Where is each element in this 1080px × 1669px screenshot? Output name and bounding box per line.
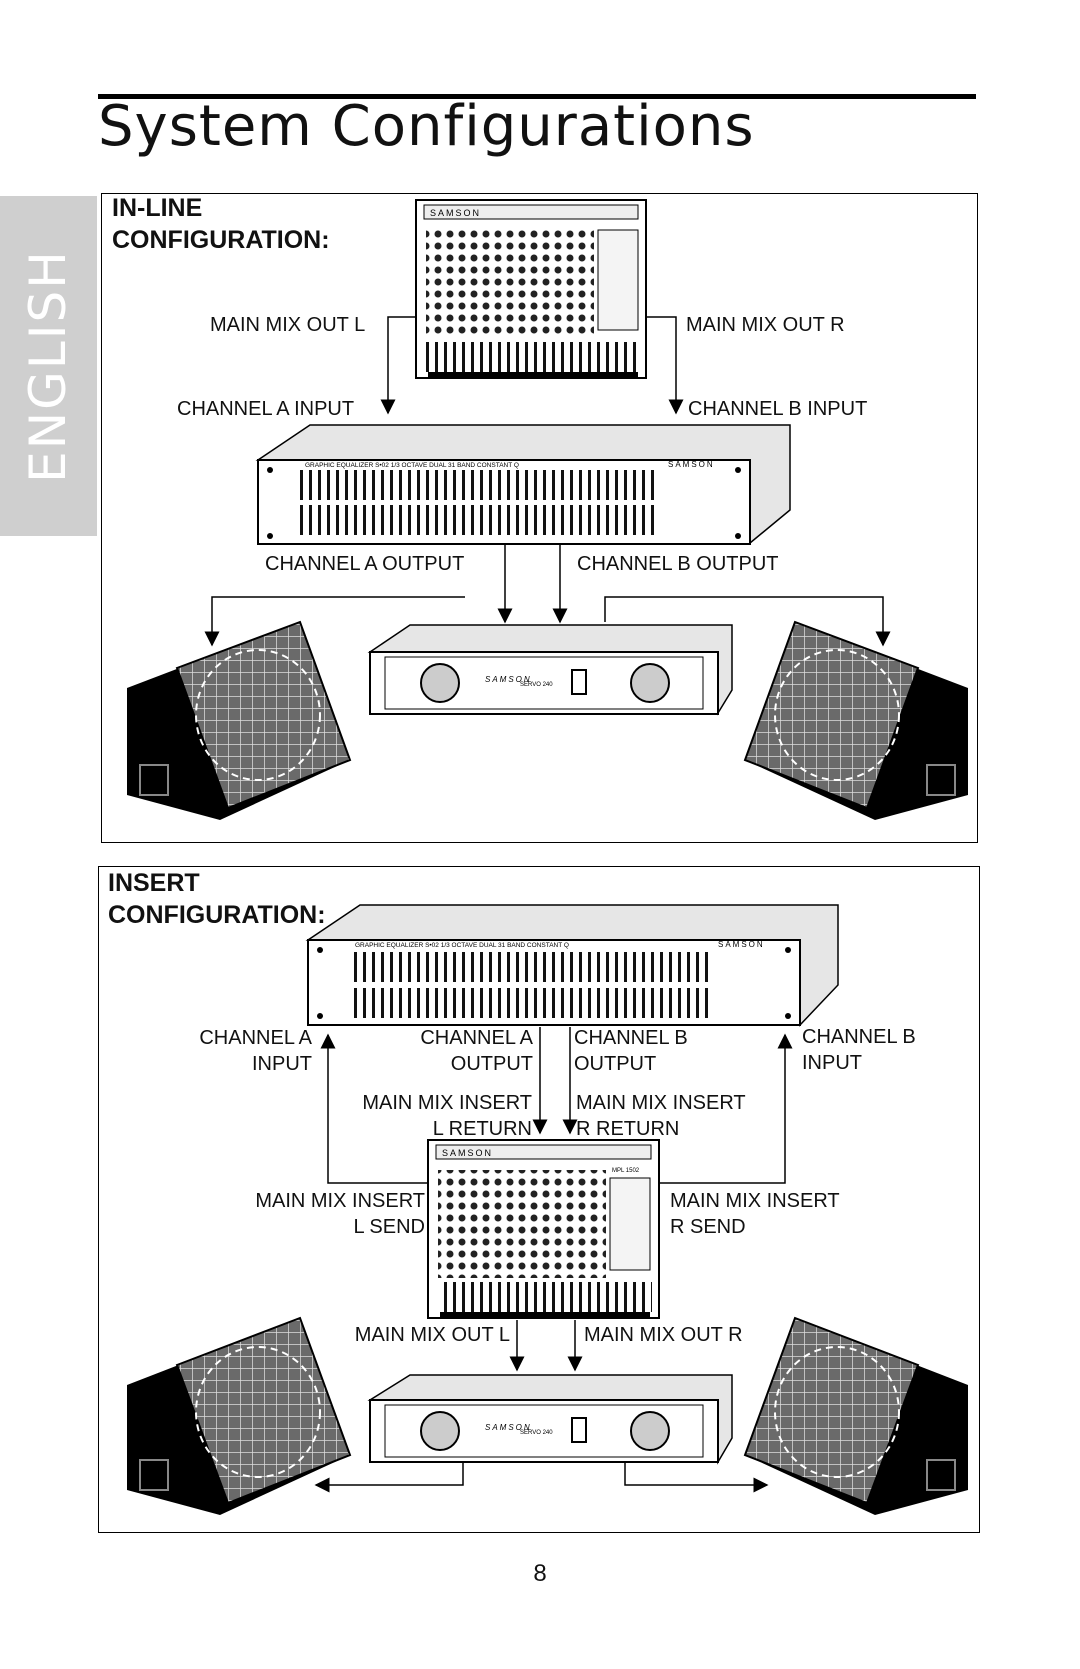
channel-a-output-to-left-speaker (204, 596, 465, 647)
insert-mixer-brand: SAMSON (442, 1148, 493, 1158)
inline-right-speaker (743, 620, 968, 820)
inline-amplifier: SAMSON SERVO 240 (367, 624, 733, 716)
amp-to-right-speaker (624, 1462, 769, 1493)
inline-eq-brand: SAMSON (668, 460, 715, 469)
label-insert-r-return-1: MAIN MIX INSERT (576, 1092, 746, 1114)
label-channel-b-output: CHANNEL B OUTPUT (577, 553, 779, 575)
insert-mixer-model: MPL 1502 (612, 1168, 640, 1174)
title-rule (98, 94, 976, 99)
label-insert-main-mix-out-r: MAIN MIX OUT R (584, 1324, 743, 1346)
insert-mixer: SAMSON MPL 1502 (427, 1139, 660, 1319)
insert-right-speaker (743, 1316, 968, 1515)
label-insert-l-send-1: MAIN MIX INSERT (255, 1190, 425, 1212)
insert-amplifier: SAMSON SERVO 240 (367, 1374, 733, 1465)
label-insert-channel-a-output-1: CHANNEL A (420, 1027, 533, 1049)
inline-mixer-brand: SAMSON (430, 208, 481, 218)
insert-amp-model: SERVO 240 (520, 1430, 553, 1436)
label-insert-r-send-2: R SEND (670, 1216, 746, 1238)
label-insert-channel-b-input-2: INPUT (802, 1052, 862, 1074)
insert-heading-line1: INSERT (108, 869, 200, 897)
label-insert-channel-a-input-1: CHANNEL A (199, 1027, 312, 1049)
inline-heading-line1: IN-LINE (112, 194, 203, 222)
label-insert-main-mix-out-l: MAIN MIX OUT L (354, 1324, 510, 1346)
inline-amp-model: SERVO 240 (520, 682, 553, 688)
label-insert-channel-b-output-1: CHANNEL B (574, 1027, 688, 1049)
label-insert-channel-b-output-2: OUTPUT (574, 1053, 657, 1075)
language-tab: ENGLISH (0, 196, 97, 536)
insert-equalizer: GRAPHIC EQUALIZER S•02 1/3 OCTAVE DUAL 3… (305, 904, 839, 1027)
label-channel-b-input: CHANNEL B INPUT (688, 398, 868, 420)
inline-heading-line2: CONFIGURATION: (112, 226, 330, 254)
insert-eq-brand: SAMSON (718, 940, 765, 949)
label-channel-a-input: CHANNEL A INPUT (177, 398, 355, 420)
label-insert-l-return-2: L RETURN (432, 1118, 532, 1140)
insert-eq-panel-text: GRAPHIC EQUALIZER S•02 1/3 OCTAVE DUAL 3… (355, 942, 569, 949)
insert-left-speaker (127, 1316, 352, 1515)
label-channel-a-output: CHANNEL A OUTPUT (265, 553, 465, 575)
inline-equalizer: GRAPHIC EQUALIZER S•02 1/3 OCTAVE DUAL 3… (255, 424, 791, 545)
amp-to-left-speaker (314, 1462, 464, 1493)
inline-left-speaker (127, 620, 352, 820)
label-main-mix-out-l: MAIN MIX OUT L (210, 314, 366, 336)
main-out-l-to-channel-a-cable (380, 316, 416, 415)
insert-heading-line2: CONFIGURATION: (108, 901, 326, 929)
label-insert-r-send-1: MAIN MIX INSERT (670, 1190, 840, 1212)
main-out-r-to-channel-b-cable (646, 316, 684, 415)
page-title: System Configurations (98, 94, 755, 159)
label-insert-r-return-2: R RETURN (576, 1118, 680, 1140)
label-insert-channel-a-input-2: INPUT (252, 1053, 312, 1075)
label-insert-channel-b-input-1: CHANNEL B (802, 1026, 916, 1048)
channel-b-output-to-right-speaker (604, 596, 891, 647)
label-insert-l-send-2: L SEND (353, 1216, 425, 1238)
insert-r-send-to-channel-b-input (659, 1033, 793, 1184)
insert-amp-brand: SAMSON (485, 1423, 532, 1432)
page-number: 8 (533, 1560, 547, 1587)
inline-mixer: SAMSON (415, 199, 647, 379)
label-insert-channel-a-output-2: OUTPUT (450, 1053, 533, 1075)
inline-eq-panel-text: GRAPHIC EQUALIZER S•02 1/3 OCTAVE DUAL 3… (305, 462, 519, 469)
insert-l-send-to-channel-a-input (320, 1033, 428, 1184)
inline-amp-brand: SAMSON (485, 675, 532, 684)
label-main-mix-out-r: MAIN MIX OUT R (686, 314, 845, 336)
label-insert-l-return-1: MAIN MIX INSERT (362, 1092, 532, 1114)
